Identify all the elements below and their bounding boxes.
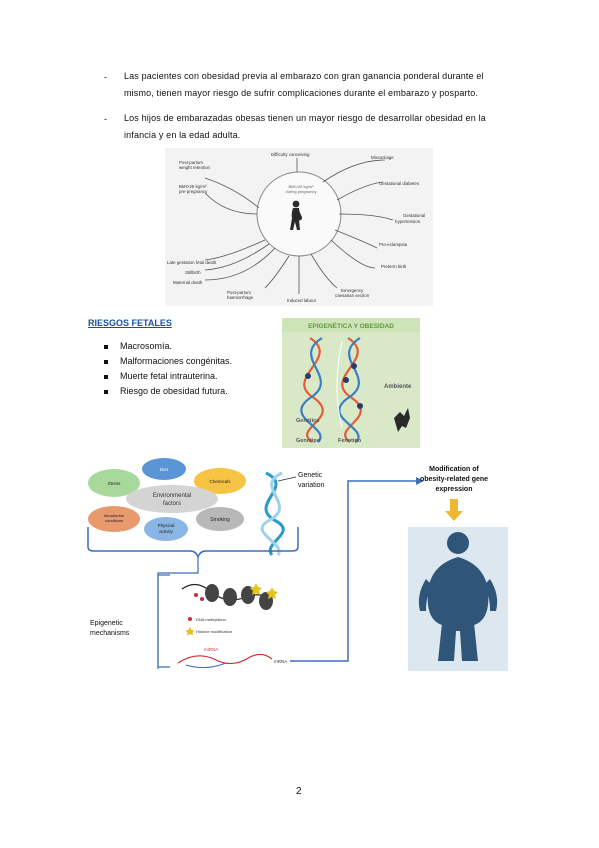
center-label: during pregnancy — [286, 189, 317, 194]
image-label: Fenotipo — [338, 438, 362, 444]
diagram-label: weight retention — [179, 165, 211, 170]
diagram-label: Pre-eclampsia — [379, 242, 408, 247]
rna-strand-icon — [185, 662, 227, 669]
bullet-paragraph: Las pacientes con obesidad previa al emb… — [124, 68, 524, 102]
genetic-variation-label: variation — [298, 482, 325, 489]
pregnant-woman-icon — [290, 200, 302, 230]
bullet-dash: - — [104, 114, 107, 124]
list-item: Macrosomía. — [104, 339, 232, 354]
dna-helix-icon — [260, 471, 285, 556]
image-title: EPIGENÉTICA Y OBESIDAD — [308, 321, 394, 330]
modification-label: Modification of — [429, 466, 479, 473]
diagram-label: Maternal death — [173, 280, 203, 285]
factor-label: Smoking — [210, 517, 230, 523]
list-item: Riesgo de obesidad futura. — [104, 384, 232, 399]
epigenetic-mechanisms-diagram: Stress Diet Chemicals Environmental fact… — [87, 458, 508, 671]
pregnancy-complications-diagram: BMI>25 kg/m² during pregnancy Post-partu… — [165, 148, 433, 306]
epigenetic-mechanisms-label: Epigenetic — [90, 620, 123, 627]
animal-icon — [394, 408, 410, 432]
bullet-line: Las pacientes con obesidad previa al emb… — [124, 71, 484, 81]
diagram-label: Stillbirth — [185, 270, 201, 275]
bullet-paragraph: Los hijos de embarazadas obesas tienen u… — [124, 110, 524, 144]
factor-label: Chemicals — [209, 479, 231, 484]
section-heading: RIESGOS FETALES — [88, 318, 172, 328]
epigenetics-obesity-image: EPIGENÉTICA Y OBESIDAD Ambiente Genética… — [282, 318, 420, 448]
bullet-line: mismo, tienen mayor riesgo de sufrir com… — [124, 88, 479, 98]
fetal-risk-list: Macrosomía. Malformaciones congénitas. M… — [104, 339, 232, 399]
diagram-label: Late gestation fetal death — [167, 260, 217, 265]
modification-label: expression — [436, 486, 473, 493]
image-label: Genética — [296, 418, 320, 424]
diagram-label: BMI>25 kg/m² — [179, 184, 207, 189]
image-label: Genotipo — [296, 438, 321, 444]
diagram-label: Post-partum — [227, 290, 251, 295]
factor-label: factors — [163, 501, 181, 507]
dna-methylation-label: DNA methylation — [196, 617, 226, 622]
factor-label: Environmental — [153, 493, 191, 499]
diagram-label: Preterm birth — [381, 264, 407, 269]
diagram-label: Emergency — [341, 288, 364, 293]
page-number: 2 — [296, 786, 302, 797]
mrna-label: mRNA — [274, 659, 287, 664]
genetic-variation-label: Genetic — [298, 472, 323, 479]
rna-strand-icon — [177, 653, 273, 665]
mirna-label: miRNA — [204, 647, 218, 652]
list-item: Malformaciones congénitas. — [104, 354, 232, 369]
factor-label: conditions — [105, 518, 123, 523]
factor-label: Stress — [108, 481, 122, 486]
diagram-label: Induced labour — [287, 298, 317, 303]
factor-label: Physical — [158, 523, 175, 528]
bullet-dash: - — [104, 72, 107, 82]
factor-label: Diet — [160, 467, 169, 472]
factor-label: Intrauterine — [104, 513, 125, 518]
list-item: Muerte fetal intrauterina. — [104, 369, 232, 384]
down-arrow-icon — [445, 499, 463, 521]
diagram-label: hypertension — [395, 219, 421, 224]
histone-modification-label: Histone modification — [196, 629, 232, 634]
diagram-label: Gestational — [403, 213, 425, 218]
epigenetic-mechanisms-label: mechanisms — [90, 630, 130, 637]
bullet-line: infancia y en la edad adulta. — [124, 130, 241, 140]
image-label: Ambiente — [384, 384, 412, 390]
diagram-label: haemorrhage — [227, 295, 254, 300]
dna-helix-icon — [300, 337, 362, 443]
diagram-label: caesarian section — [335, 293, 370, 298]
diagram-label: Gestational diabetes — [379, 181, 420, 186]
diagram-label: pre-pregnancy — [179, 189, 208, 194]
diagram-label: Post-partum — [179, 160, 203, 165]
center-label: BMI>25 kg/m² — [288, 184, 314, 189]
chromatin-icon — [181, 583, 278, 610]
obese-person-icon — [418, 532, 498, 661]
bullet-line: Los hijos de embarazadas obesas tienen u… — [124, 113, 486, 123]
diagram-label: Miscarriage — [371, 155, 394, 160]
diagram-label: Difficulty conceiving — [271, 152, 310, 157]
factor-label: activity — [159, 529, 174, 534]
modification-label: obesity-related gene — [420, 476, 488, 483]
